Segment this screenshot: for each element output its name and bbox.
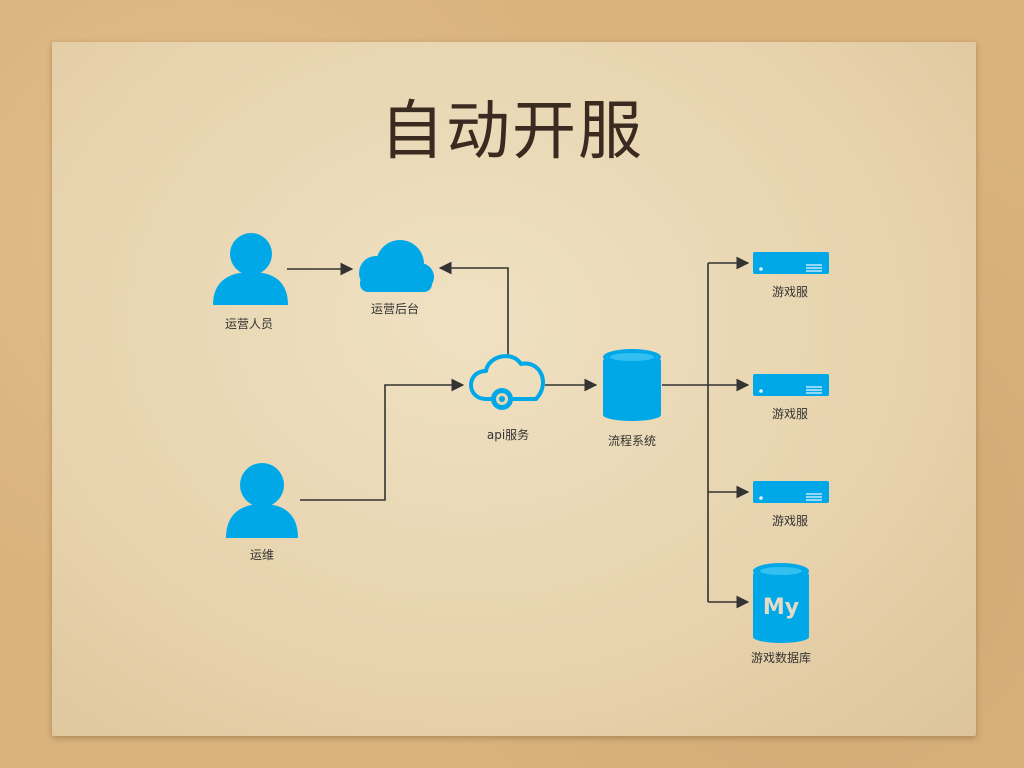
server-icon bbox=[753, 481, 829, 503]
server-icon bbox=[753, 374, 829, 396]
edge-maintenance-to-api bbox=[300, 378, 465, 501]
person-icon bbox=[213, 233, 288, 305]
node-label-maintenance: 运维 bbox=[249, 548, 274, 562]
node-label-workflow-system: 流程系统 bbox=[607, 434, 656, 448]
node-label-game-server-3: 游戏服 bbox=[771, 514, 808, 528]
server-icon bbox=[753, 252, 829, 274]
node-label-ops-staff: 运营人员 bbox=[224, 317, 273, 331]
node-label-api-service: api服务 bbox=[486, 428, 530, 442]
cloud-icon bbox=[359, 240, 434, 292]
node-label-game-server-2: 游戏服 bbox=[771, 407, 808, 421]
edge-api-to-backend bbox=[438, 261, 509, 356]
page-title: 自动开服 bbox=[380, 95, 644, 169]
node-label-game-server-1: 游戏服 bbox=[771, 285, 808, 299]
mysql-icon: My bbox=[753, 563, 809, 643]
node-label-game-database: 游戏数据库 bbox=[750, 651, 811, 665]
cloud-service-icon bbox=[469, 354, 545, 410]
database-cylinder-icon bbox=[603, 349, 661, 421]
person-icon bbox=[226, 463, 298, 538]
mysql-icon-text: My bbox=[763, 595, 799, 620]
node-label-ops-backend: 运营后台 bbox=[370, 302, 419, 316]
